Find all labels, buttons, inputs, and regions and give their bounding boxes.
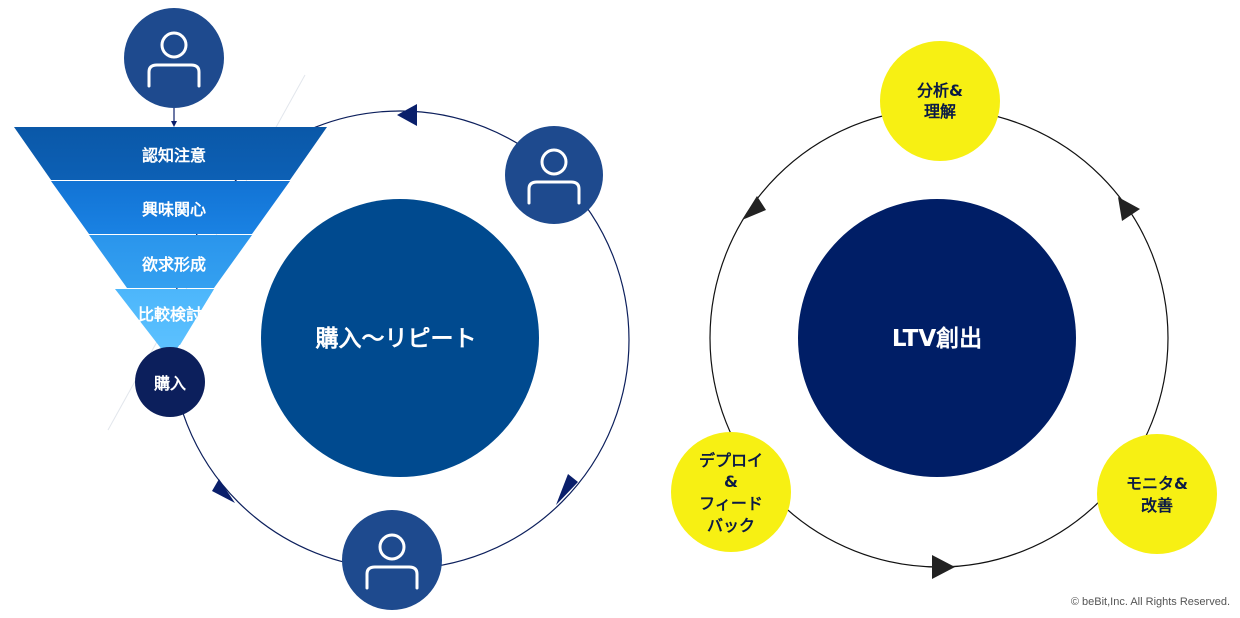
left-center-label: 購入〜リピート xyxy=(316,326,477,352)
funnel-label-3: 欲求形成 xyxy=(141,255,206,274)
right-center-label: LTV創出 xyxy=(892,326,982,352)
funnel-stage-interest xyxy=(51,181,290,234)
node-monitor: モニタ& 改善 xyxy=(1097,434,1217,554)
person-circle-bottom xyxy=(342,510,442,610)
funnel-label-1: 認知注意 xyxy=(142,146,206,165)
node-deploy: デプロイ & フィード バック xyxy=(671,432,791,552)
node-deploy-line1: デプロイ xyxy=(699,451,763,470)
purchase-circle xyxy=(135,347,205,417)
person-circle-top xyxy=(124,8,224,108)
cycle-arrow-right xyxy=(1118,197,1140,221)
cycle-arrow-top xyxy=(397,104,417,126)
node-monitor-line2: 改善 xyxy=(1141,496,1173,515)
left-diagram: 購入〜リピート 認知注意 興味関心 欲求形成 比較検討 購入 xyxy=(14,8,630,610)
person-icon xyxy=(365,533,419,590)
node-monitor-line1: モニタ& xyxy=(1126,474,1188,493)
right-center-circle xyxy=(798,199,1076,477)
funnel-stage-comparison-tip xyxy=(115,289,214,360)
funnel-label-2: 興味関心 xyxy=(142,200,206,219)
funnel-stage-awareness xyxy=(14,127,327,180)
purchase-label: 購入 xyxy=(153,374,186,393)
node-analysis-line2: 理解 xyxy=(924,102,956,121)
node-deploy-line2: & xyxy=(724,472,738,491)
node-analysis: 分析& 理解 xyxy=(880,41,1000,161)
node-analysis-line1: 分析& xyxy=(917,81,963,100)
person-circle-right xyxy=(505,126,603,224)
person-icon xyxy=(147,31,201,88)
node-deploy-line4: バック xyxy=(707,516,755,535)
cycle-arrow-left xyxy=(742,196,766,220)
right-diagram: LTV創出 分析& 理解 モニタ& 改善 デプロイ & フィード バック xyxy=(671,41,1217,579)
funnel-label-4: 比較検討 xyxy=(138,305,202,324)
copyright-notice: © beBit,Inc. All Rights Reserved. xyxy=(1070,596,1230,608)
person-icon xyxy=(527,148,581,205)
cycle-arrow-bottom-right xyxy=(556,474,578,505)
node-deploy-line3: フィード xyxy=(699,494,763,513)
connector-arrow xyxy=(171,121,177,127)
left-center-circle xyxy=(261,199,539,477)
funnel-stage-desire xyxy=(89,235,252,288)
cycle-arrow-bottom xyxy=(932,555,955,579)
cycle-arrow-bottom-left xyxy=(212,479,235,503)
funnel: 認知注意 興味関心 欲求形成 比較検討 xyxy=(14,127,327,360)
